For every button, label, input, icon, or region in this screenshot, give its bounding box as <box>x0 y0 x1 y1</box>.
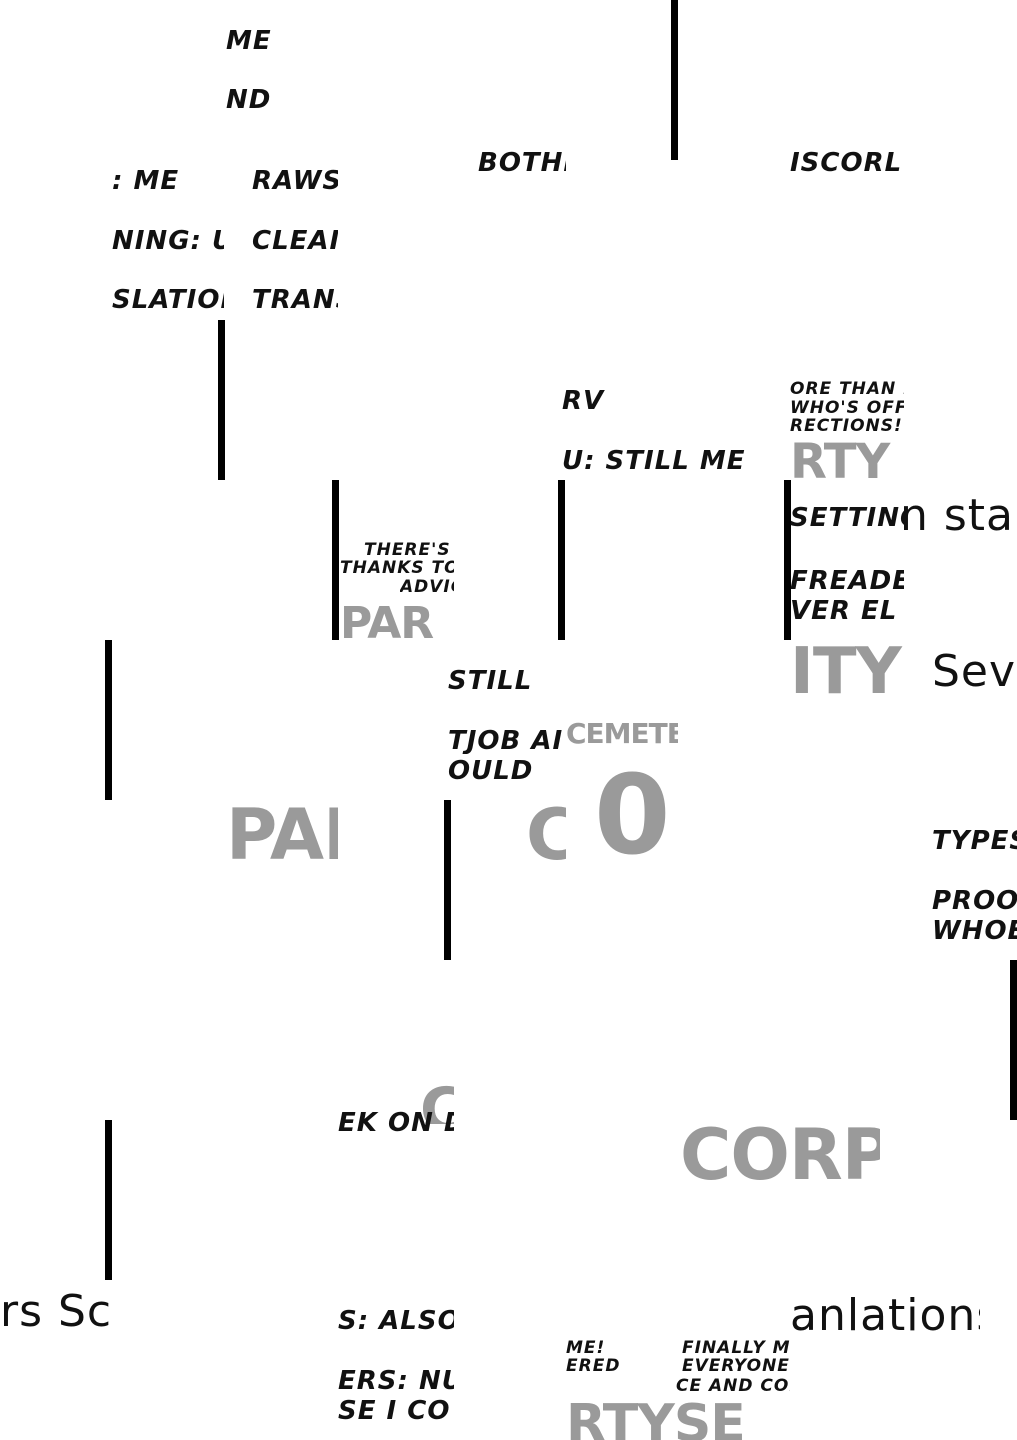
divider-bar <box>1010 960 1017 1120</box>
cemetery-logo-fragment: 0 <box>594 760 671 870</box>
credit-fragment: ERS: NUT <box>338 1368 454 1394</box>
divider-bar <box>105 1120 112 1280</box>
party-logo-fragment: PAR <box>340 602 434 640</box>
credit-fragment: SETTING <box>790 505 904 531</box>
cemetery-logo-fragment: CEMETERY <box>566 720 678 750</box>
credit-fragment: EK ON D <box>338 1110 454 1134</box>
corpse-logo-fragment: CORPSE <box>680 1120 880 1194</box>
credit-fragment: RAWS: <box>252 168 338 194</box>
divider-bar <box>105 640 112 800</box>
credit-fragment: WHOE <box>932 918 1017 944</box>
credit-fragment: THANKS TO <box>340 560 454 577</box>
credit-fragment: VER EL <box>790 598 898 624</box>
divider-bar <box>671 0 678 160</box>
divider-bar <box>558 480 565 640</box>
divider-bar <box>218 320 225 480</box>
credit-fragment: FREADE <box>790 568 904 594</box>
credit-fragment: NING: U. <box>112 228 224 254</box>
credit-fragment: SE I CO <box>338 1398 451 1424</box>
credit-fragment: ND <box>226 87 272 113</box>
credit-fragment: TYPES <box>932 828 1017 854</box>
group-name-fragment: n sta <box>900 494 1015 538</box>
divider-bar <box>784 480 791 640</box>
credit-fragment: STILL <box>448 668 533 694</box>
credit-fragment: ISCORL <box>790 150 903 174</box>
credit-fragment: SLATIOI <box>112 287 224 313</box>
party-logo-fragment: RTYSE <box>566 1398 746 1440</box>
credit-fragment: U: STILL ME <box>562 448 746 474</box>
credit-fragment: FINALLY M <box>682 1340 790 1357</box>
credit-fragment: S: ALSO <box>338 1308 454 1334</box>
corpse-logo-fragment: C <box>420 1080 454 1124</box>
credit-fragment: ME! <box>566 1340 606 1357</box>
group-name-fragment: Seve <box>932 650 1017 694</box>
group-name-fragment: rs Sc <box>0 1290 112 1334</box>
credit-fragment: ORE THAN M <box>790 381 904 398</box>
party-logo-fragment: PAR <box>226 800 338 872</box>
divider-bar <box>332 480 339 640</box>
credit-fragment: ADVIC <box>400 579 454 596</box>
divider-bar <box>444 800 451 960</box>
credit-fragment: ERED <box>566 1358 621 1375</box>
credit-fragment: EVERYONE <box>682 1358 790 1375</box>
group-name-fragment: anlations <box>790 1294 980 1338</box>
credit-fragment: CE AND COR <box>676 1378 790 1395</box>
credit-fragment: THERE'S <box>364 542 451 559</box>
credit-fragment: OULD <box>448 758 534 784</box>
credit-fragment: RV <box>562 388 605 414</box>
cemetery-logo-fragment: C <box>526 800 566 870</box>
credit-fragment: TJOB AI <box>448 728 564 754</box>
credit-fragment: BOTHE <box>478 150 566 174</box>
credit-fragment: PROOF <box>932 888 1017 914</box>
party-logo-fragment: ITY <box>790 640 902 709</box>
credit-fragment: CLEAI <box>252 228 338 254</box>
party-logo-fragment: RTY <box>790 438 890 480</box>
credit-fragment: TRANS <box>252 287 338 313</box>
credit-fragment: RECTIONS! <box>790 418 903 435</box>
credit-fragment: ME <box>226 28 272 54</box>
credit-fragment: WHO'S OFF <box>790 400 904 417</box>
credit-fragment: : ME <box>112 168 180 194</box>
